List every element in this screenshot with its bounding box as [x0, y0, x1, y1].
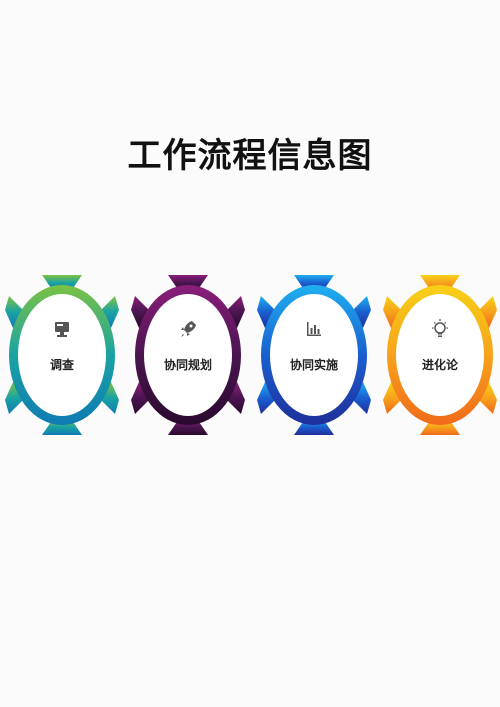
rocket-icon — [181, 321, 196, 337]
step-ring — [131, 275, 245, 435]
monitor-icon — [55, 322, 69, 337]
page-title: 工作流程信息图 — [127, 136, 373, 176]
step-label: 进化论 — [421, 358, 458, 372]
step-collab-planning: 协同规划 — [131, 272, 245, 438]
step-ring — [383, 275, 497, 435]
bar-chart-icon — [307, 322, 321, 336]
workflow-steps: 调查 协 — [0, 272, 500, 438]
step-label: 协同规划 — [163, 358, 212, 372]
step-evolution: 进化论 — [383, 272, 497, 438]
step-ring — [257, 275, 371, 435]
step-ring — [5, 275, 119, 435]
step-survey: 调查 — [5, 272, 119, 438]
step-collab-implementation: 协同实施 — [257, 272, 371, 438]
lightbulb-icon — [432, 319, 448, 337]
step-label: 调查 — [49, 358, 74, 372]
step-label: 协同实施 — [289, 358, 338, 372]
